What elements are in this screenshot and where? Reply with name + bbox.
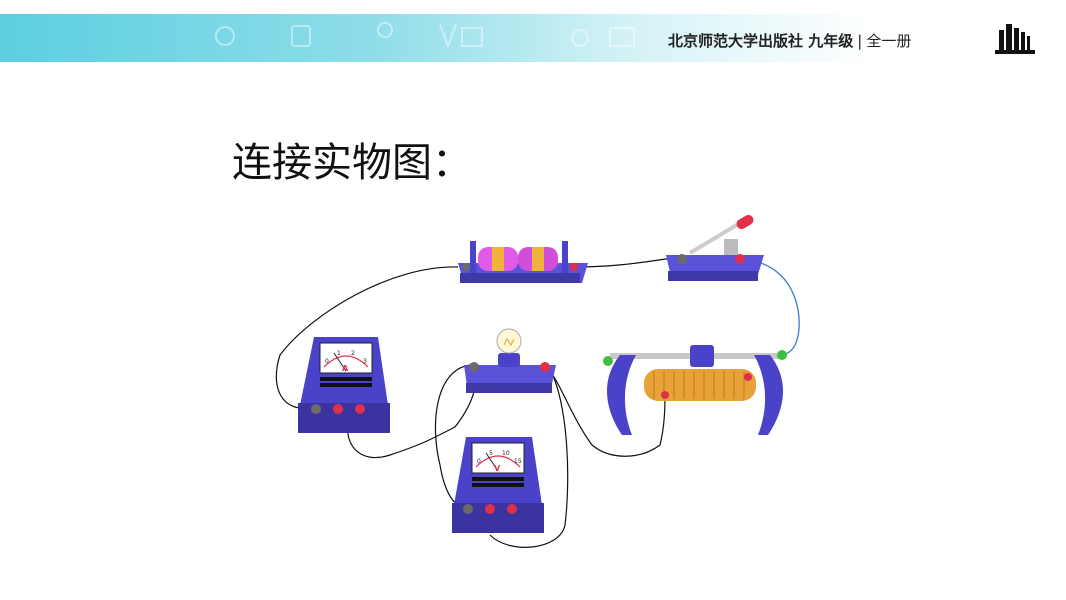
slide-title: 连接实物图： [232,140,472,186]
grade-label: 九年级 [808,32,854,50]
ammeter-scale-0: 0 [325,358,329,365]
rheostat [603,345,787,435]
light-bulb [464,328,556,393]
wire-bulb-voltmeter-2 [489,364,569,548]
battery-pack [458,241,588,283]
voltmeter-scale-10: 10 [502,450,510,457]
publisher-label: 北京师范大学出版社 九年级|全一册 [668,30,911,51]
ammeter-symbol: A [342,364,349,373]
voltmeter: 0 5 10 15 V [452,437,544,533]
circuit-diagram: 0 1 2 3 A [275,215,800,548]
header-separator: | [857,32,863,50]
ammeter-scale-3: 3 [363,358,367,365]
wire-battery-ammeter [275,266,459,409]
ammeter-scale-1: 1 [337,350,341,357]
wire-bulb-voltmeter [434,364,471,508]
wire-battery-switch [574,256,681,268]
wire-bulb-rheostat [544,364,666,457]
banner-decoration [215,22,635,49]
voltmeter-symbol: V [494,464,501,473]
volume-label: 全一册 [866,32,912,50]
header-banner [0,14,1066,62]
ammeter: 0 1 2 3 A [298,337,390,433]
voltmeter-scale-15: 15 [514,458,522,465]
voltmeter-scale-0: 0 [477,458,481,465]
voltmeter-scale-5: 5 [489,450,493,457]
knife-switch [666,215,764,281]
book-stack-icon [995,24,1035,54]
ammeter-scale-2: 2 [351,350,355,357]
publisher-name: 北京师范大学出版社 [668,32,804,50]
